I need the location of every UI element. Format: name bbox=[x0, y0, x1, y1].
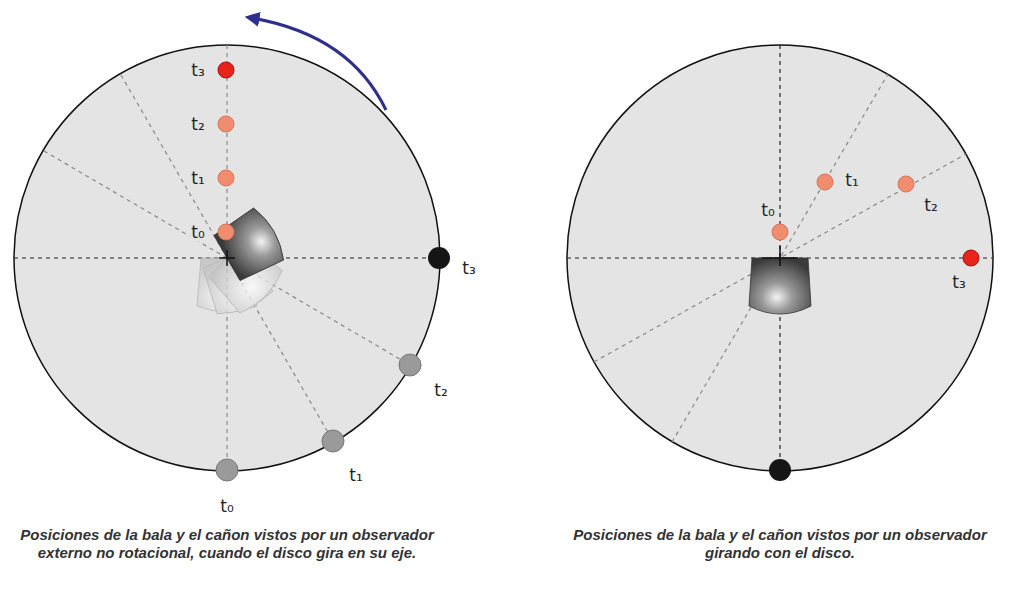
left-disk bbox=[14, 18, 450, 481]
disk bbox=[567, 45, 993, 471]
rim-point bbox=[428, 247, 450, 269]
center-mark bbox=[779, 246, 781, 266]
cannon bbox=[749, 258, 811, 314]
bullet bbox=[218, 62, 234, 78]
time-label: t₀ bbox=[218, 497, 235, 516]
time-label: t₀ bbox=[759, 201, 776, 220]
right-disk bbox=[567, 45, 993, 481]
center-mark bbox=[226, 250, 228, 266]
rotation-arrow bbox=[252, 18, 386, 110]
radial-line bbox=[672, 74, 888, 442]
bullet bbox=[898, 176, 914, 192]
rim-point bbox=[216, 459, 238, 481]
time-label: t₂ bbox=[189, 115, 206, 134]
time-label: t₁ bbox=[347, 466, 364, 485]
radial-line bbox=[44, 151, 410, 365]
figure-caption: Posiciones de la bala y el cañon vistos … bbox=[7, 526, 447, 562]
time-label: t₂ bbox=[432, 381, 449, 400]
figure-caption: Posiciones de la bala y el cañon vistos … bbox=[560, 526, 1000, 562]
disk bbox=[14, 45, 440, 471]
cannon bbox=[212, 205, 289, 284]
time-label: t₃ bbox=[460, 259, 477, 278]
rim-point bbox=[769, 459, 791, 481]
axis-line bbox=[226, 45, 227, 471]
rim-point bbox=[399, 354, 421, 376]
time-label: t₁ bbox=[189, 169, 206, 188]
time-label: t₀ bbox=[189, 223, 206, 242]
radial-line bbox=[594, 154, 966, 362]
bullet bbox=[218, 170, 234, 186]
time-label: t₂ bbox=[922, 196, 939, 215]
bullet bbox=[218, 116, 234, 132]
bullet bbox=[817, 174, 833, 190]
time-label: t₃ bbox=[189, 61, 206, 80]
bullet bbox=[963, 250, 979, 266]
time-label: t₁ bbox=[843, 171, 860, 190]
time-label: t₃ bbox=[950, 273, 967, 292]
bullet bbox=[772, 224, 788, 240]
bullet bbox=[218, 224, 234, 240]
rim-point bbox=[322, 430, 344, 452]
radial-line bbox=[121, 75, 333, 441]
axis-line bbox=[779, 45, 780, 471]
